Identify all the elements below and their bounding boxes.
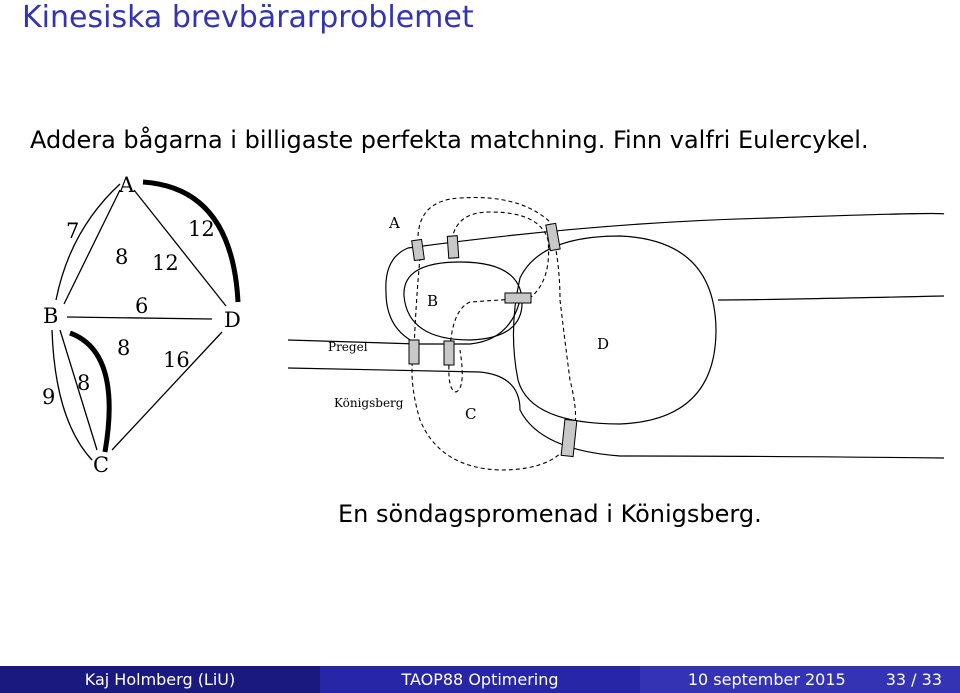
edge-a-d-inner	[133, 189, 227, 307]
map-caption: En söndagspromenad i Königsberg.	[338, 500, 762, 528]
graph-node-a: A	[118, 173, 135, 197]
river-arm-right	[717, 295, 945, 301]
map-label-d: D	[597, 335, 609, 353]
route-path-inner	[448, 211, 550, 393]
weight-bc-outer: 9	[42, 385, 55, 409]
map-label-b: B	[427, 292, 438, 310]
slide-title: Kinesiska brevbärarproblemet	[22, 0, 474, 35]
graph-node-b: B	[43, 304, 58, 328]
bridges	[408, 222, 578, 458]
footer-author-text: Kaj Holmberg (LiU)	[84, 670, 236, 689]
graph-node-c: C	[93, 453, 109, 477]
footer-course: TAOP88 Optimering	[320, 666, 640, 693]
weight-bc-inner2: 8	[77, 371, 90, 395]
weight-ab-inner: 8	[115, 245, 128, 269]
bridge-5	[408, 339, 420, 365]
postman-graph	[51, 179, 241, 461]
river-bank-upper	[385, 212, 945, 293]
footer-date-page: 10 september 2015 33 / 33	[640, 666, 960, 693]
footer-author: Kaj Holmberg (LiU)	[0, 666, 320, 693]
bridge-2	[446, 235, 460, 259]
river-bank-upper-lower-edge	[287, 299, 521, 345]
edge-a-b-outer	[55, 183, 121, 301]
footer-page-number: 33 / 33	[885, 670, 942, 689]
map-label-c: C	[465, 405, 476, 423]
weight-bc-inner1: 8	[117, 336, 130, 360]
footer-course-text: TAOP88 Optimering	[401, 670, 559, 689]
edge-b-c-inner	[59, 329, 98, 451]
island-b-shore	[403, 261, 523, 341]
weight-bd: 6	[135, 294, 148, 318]
map-label-river: Pregel	[328, 340, 368, 354]
map-label-a: A	[388, 214, 400, 232]
edge-b-c-outer	[51, 329, 93, 461]
bridge-1	[411, 238, 425, 262]
weight-ad-inner: 12	[152, 251, 179, 275]
footer-date: 10 september 2015	[687, 670, 846, 689]
map-label-city: Königsberg	[334, 396, 404, 410]
edge-a-b-inner	[63, 189, 121, 305]
footer-bar: Kaj Holmberg (LiU) TAOP88 Optimering 10 …	[0, 666, 960, 693]
bridge-7	[560, 418, 578, 458]
weight-ab-outer: 7	[66, 219, 79, 243]
bridge-6	[443, 340, 455, 366]
edge-c-d	[111, 331, 223, 451]
river-bank-lower	[287, 367, 945, 459]
edge-b-c-matching	[69, 330, 112, 453]
konigsberg-map	[287, 212, 945, 459]
bridge-3	[545, 222, 561, 252]
weight-cd: 16	[163, 348, 190, 372]
edge-b-d	[66, 316, 213, 320]
bridge-4	[504, 292, 532, 304]
graph-node-d: D	[224, 308, 241, 332]
island-d-shore	[512, 235, 717, 425]
island-a-shore	[385, 291, 419, 345]
instruction-text: Addera bågarna i billigaste perfekta mat…	[30, 126, 869, 154]
weight-ad-outer: 12	[188, 217, 215, 241]
edge-a-d-matching	[142, 179, 241, 303]
